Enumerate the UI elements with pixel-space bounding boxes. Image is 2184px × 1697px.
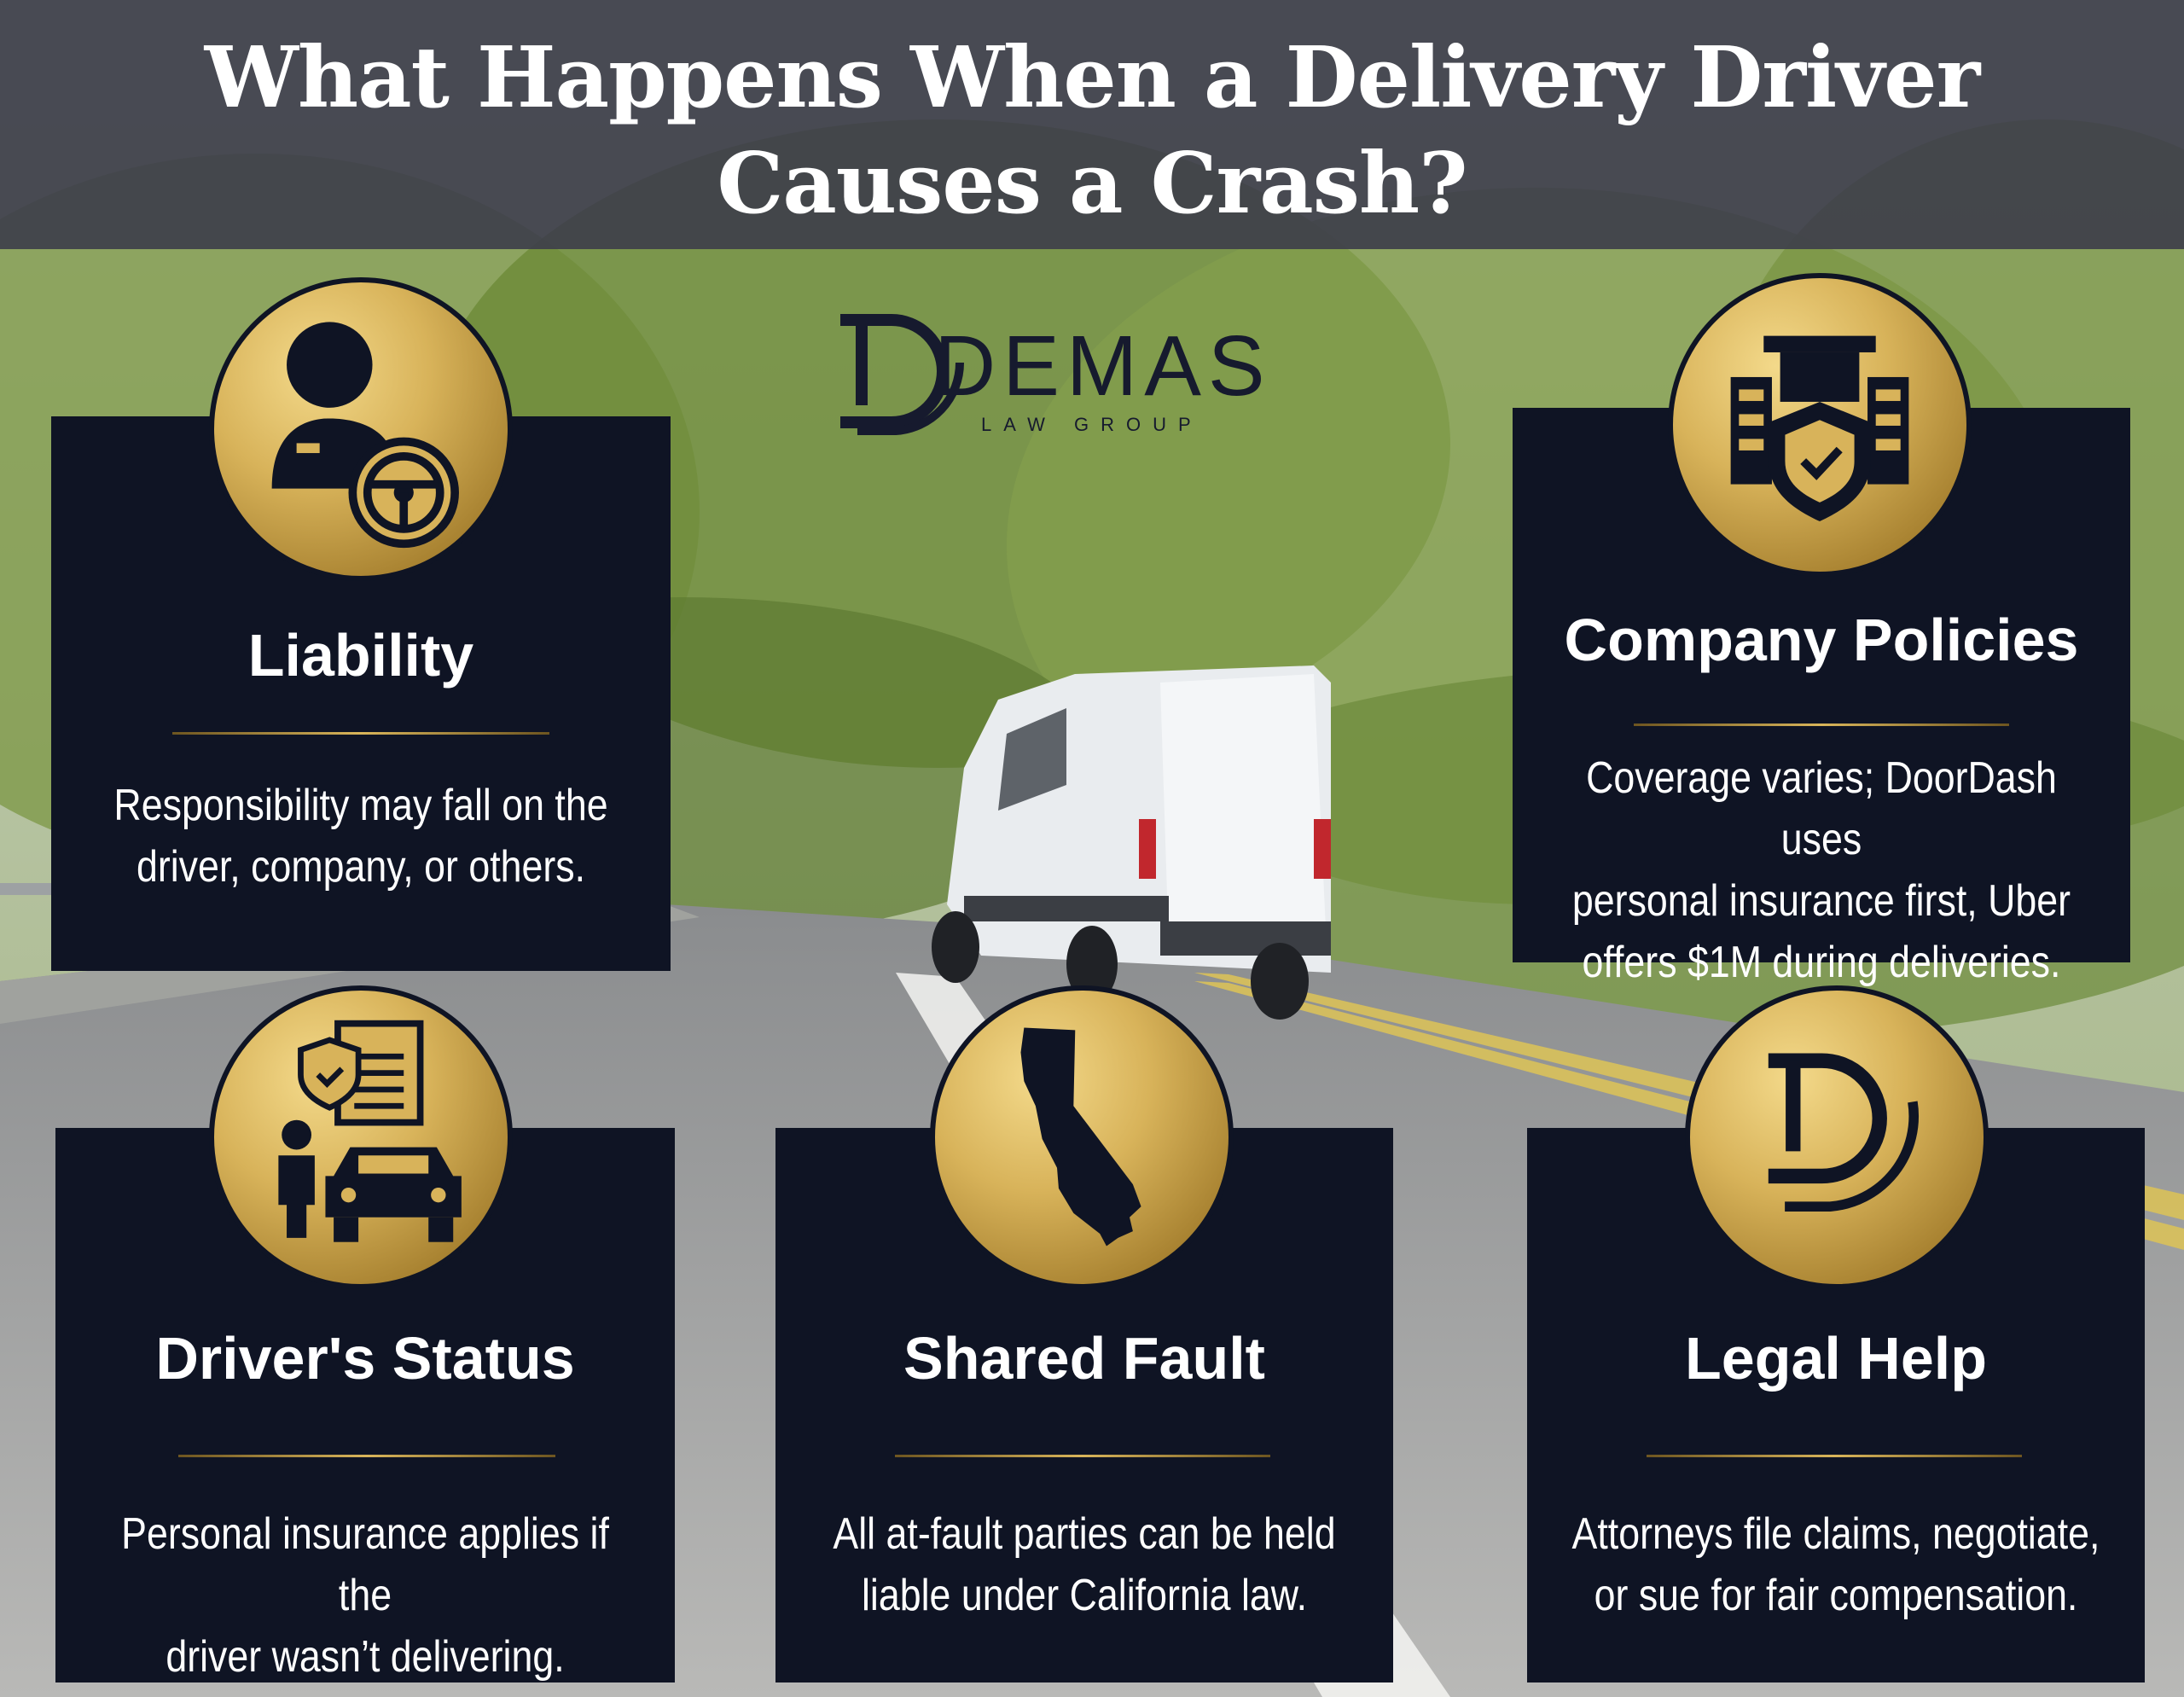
card-text-line: liable under California law. — [861, 1571, 1308, 1620]
card-title: Legal Help — [1685, 1325, 1987, 1392]
logo-tagline: LAW GROUP — [981, 414, 1203, 435]
card-title: Liability — [247, 622, 474, 689]
driver-steering-wheel-icon — [209, 277, 513, 581]
card-text-line: personal insurance first, Uber — [1571, 876, 2071, 926]
card-text: All at-fault parties can be held liable … — [819, 1503, 1350, 1626]
person-car-policy-icon — [209, 985, 513, 1289]
divider — [1647, 1455, 2022, 1457]
card-title: Shared Fault — [903, 1325, 1265, 1392]
card-text: Personal insurance applies if the driver… — [99, 1503, 631, 1688]
title-line-1: What Happens When a Delivery Driver — [204, 29, 1980, 127]
divider — [172, 732, 549, 735]
card-text-line: driver wasn’t delivering. — [166, 1632, 565, 1682]
demas-logo-mark: DEMAS LAW GROUP — [840, 314, 1272, 435]
header-banner — [0, 0, 2184, 249]
card-company-policies: Company Policies Coverage varies; DoorDa… — [1513, 408, 2130, 987]
logo-wordmark: DEMAS — [934, 318, 1272, 414]
card-text: Responsibility may fall on the driver, c… — [95, 775, 627, 898]
demas-d-logo-icon — [1685, 985, 1989, 1289]
building-shield-icon — [1668, 273, 1972, 577]
title-line-2: Causes a Crash? — [717, 135, 1467, 233]
card-text-line: Responsibility may fall on the — [113, 781, 608, 830]
card-text-line: All at-fault parties can be held — [833, 1509, 1336, 1559]
card-text-line: Personal insurance applies if the — [121, 1509, 609, 1620]
card-text-line: Coverage varies; DoorDash uses — [1586, 753, 2057, 864]
page-title: What Happens When a Delivery Driver Caus… — [0, 26, 2184, 237]
divider — [1634, 724, 2009, 726]
card-title: Company Policies — [1564, 607, 2079, 673]
card-text-line: offers $1M during deliveries. — [1582, 938, 2061, 987]
california-map-icon — [930, 985, 1234, 1289]
card-text-line: or sue for fair compensation. — [1594, 1571, 2078, 1620]
demas-logo: DEMAS LAW GROUP — [832, 303, 1292, 439]
card-text: Coverage varies; DoorDash uses personal … — [1556, 747, 2088, 993]
card-liability: Liability Responsibility may fall on the… — [51, 416, 671, 971]
divider — [895, 1455, 1270, 1457]
card-text-line: driver, company, or others. — [136, 842, 586, 892]
card-title: Driver's Status — [155, 1325, 575, 1392]
van-illustration — [932, 665, 1331, 1020]
divider — [178, 1455, 555, 1457]
card-text-line: Attorneys file claims, negotiate, — [1571, 1509, 2100, 1559]
card-text: Attorneys file claims, negotiate, or sue… — [1571, 1503, 2102, 1626]
